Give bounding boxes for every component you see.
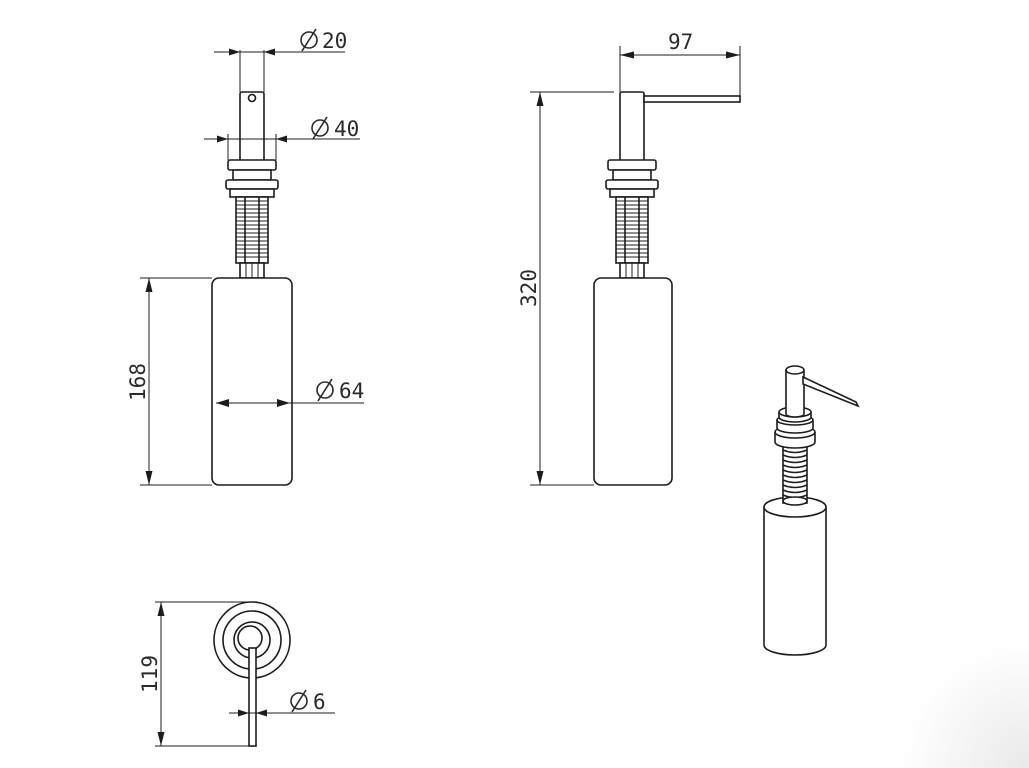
iso-stem [785, 370, 805, 418]
iso-neck-base [782, 496, 808, 506]
side-spout [643, 95, 741, 103]
iso-stem-top [785, 365, 805, 375]
front-view: 20 40 64 168 [126, 28, 364, 486]
dim-spout-diameter: 6 [229, 689, 335, 717]
dim-bottle-height: 168 [126, 277, 212, 486]
side-stem [619, 91, 645, 163]
isometric-view [763, 365, 860, 656]
side-threads [616, 197, 648, 263]
top-length-label: 119 [138, 655, 162, 693]
dim-spout-reach: 97 [619, 30, 741, 96]
side-washer [609, 188, 655, 198]
side-bottle [593, 277, 673, 486]
top-view: 119 6 [138, 601, 335, 747]
bottle-height-label: 168 [126, 363, 150, 401]
iso-threads [782, 449, 808, 499]
dim-flange-diameter: 40 [204, 116, 360, 160]
side-flange-top [607, 159, 657, 171]
dim-top-length: 119 [138, 601, 252, 747]
side-flange-neck [612, 169, 652, 181]
top-spout [248, 647, 257, 747]
side-view: 97 320 [517, 30, 741, 486]
spout-reach-label: 97 [668, 30, 693, 54]
front-threads [236, 197, 268, 263]
iso-spout [802, 375, 860, 408]
stem-diameter-label: 20 [322, 29, 347, 53]
flange-diameter-label: 40 [334, 117, 359, 141]
front-stem-hole [247, 93, 257, 103]
side-nut [605, 179, 659, 190]
front-bottle [211, 277, 293, 486]
dim-total-height: 320 [517, 91, 614, 486]
iso-threaded-shank [782, 444, 808, 504]
corner-shading [900, 640, 1029, 768]
bottle-diameter-label: 64 [339, 379, 364, 403]
spout-diameter-label: 6 [313, 690, 326, 714]
front-washer [229, 188, 275, 198]
front-flange-neck [232, 169, 272, 181]
dim-bottle-diameter: 64 [216, 378, 364, 407]
dim-stem-diameter: 20 [214, 28, 347, 92]
iso-bottle-body [763, 507, 827, 656]
total-height-label: 320 [517, 269, 541, 307]
front-flange-top [227, 159, 277, 171]
front-nut [225, 179, 279, 190]
front-stem [239, 91, 265, 163]
